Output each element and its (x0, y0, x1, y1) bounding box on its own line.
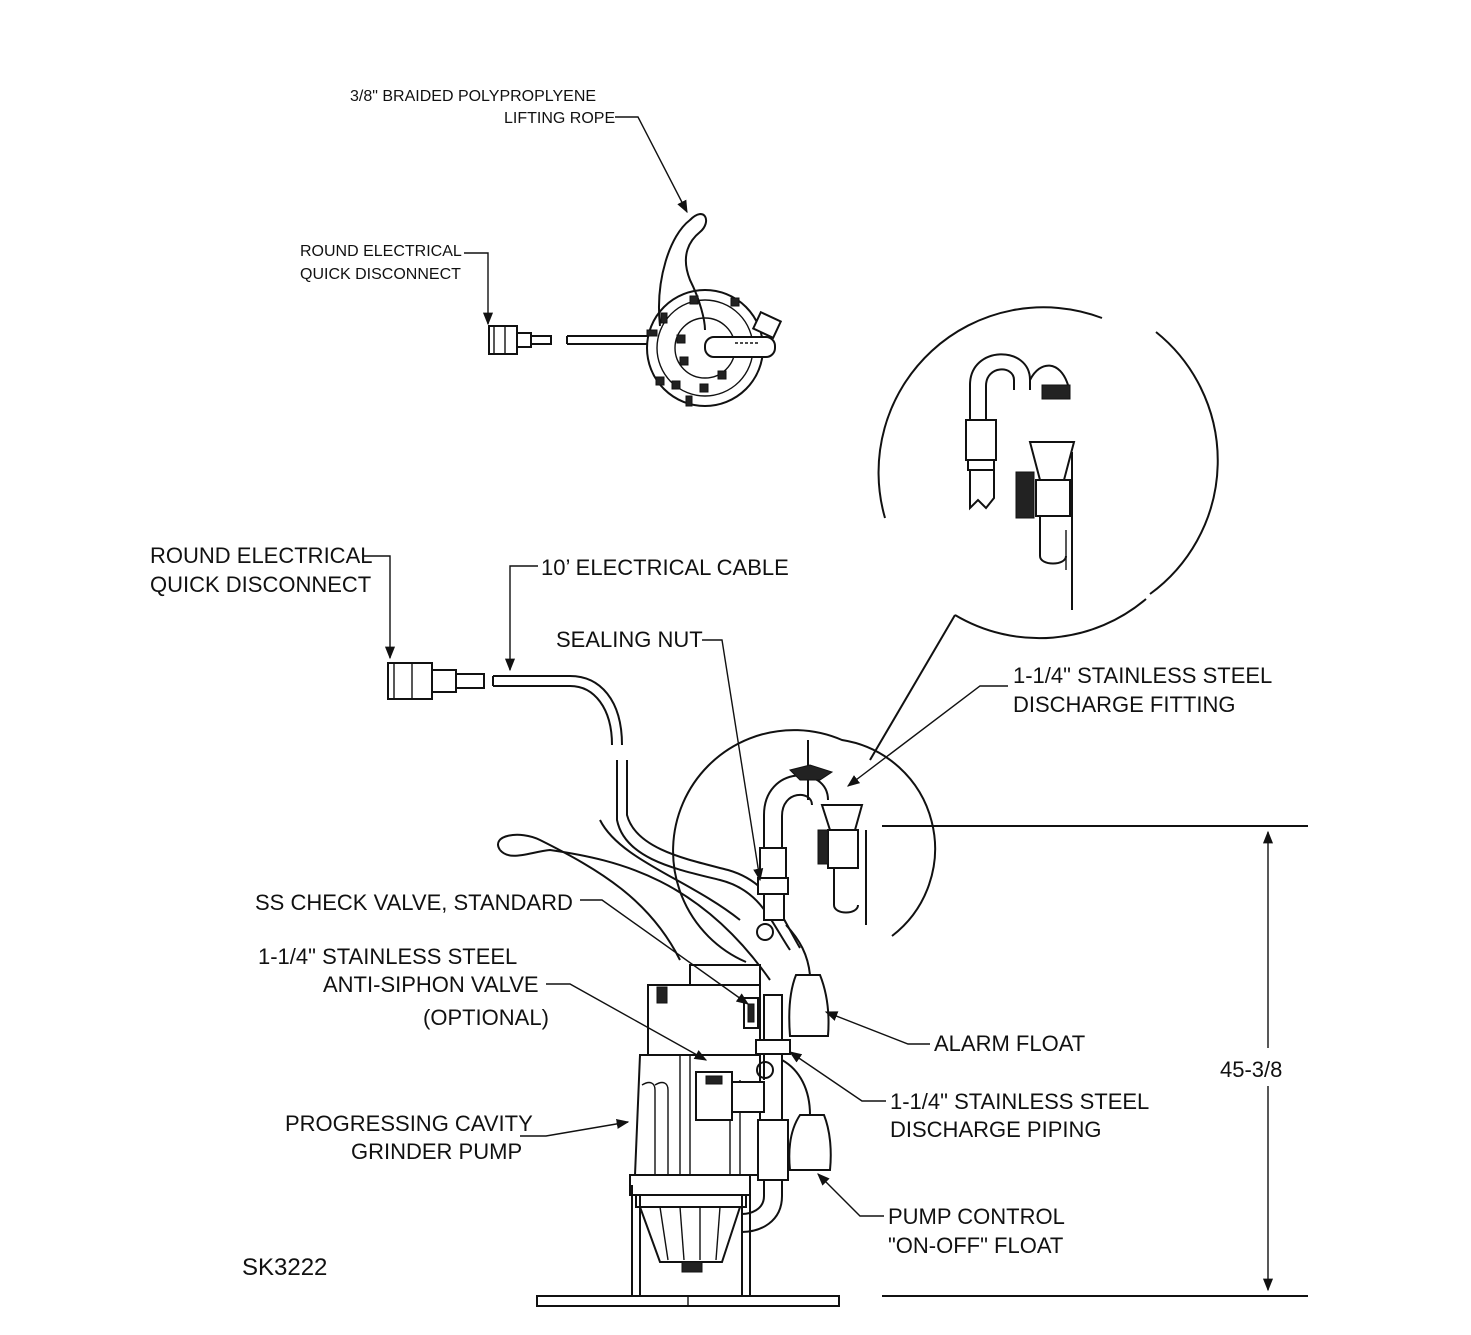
disconnect-top-line2: QUICK DISCONNECT (300, 266, 461, 283)
detail-callout-circle (672, 729, 937, 963)
discharge-piping-line2: DISCHARGE PIPING (890, 1117, 1101, 1142)
main-assembly (387, 662, 867, 1307)
anti-siphon-line1: 1-1/4" STAINLESS STEEL (258, 944, 517, 969)
pump-line2: GRINDER PUMP (351, 1139, 522, 1164)
discharge-fitting-line1: 1-1/4" STAINLESS STEEL (1013, 663, 1272, 688)
label-disconnect-top: ROUND ELECTRICAL QUICK DISCONNECT (300, 243, 494, 326)
label-sealing-nut: SEALING NUT (556, 627, 764, 882)
lifting-rope-line2: LIFTING ROPE (504, 110, 615, 127)
lifting-rope-line1: 3/8" BRAIDED POLYPROPLYENE (350, 88, 596, 105)
alarm-float-label: ALARM FLOAT (934, 1031, 1085, 1056)
disconnect-main-line1: ROUND ELECTRICAL (150, 543, 372, 568)
label-disconnect-main: ROUND ELECTRICAL QUICK DISCONNECT (150, 543, 396, 660)
disconnect-main-line2: QUICK DISCONNECT (150, 572, 371, 597)
label-lifting-rope: 3/8" BRAIDED POLYPROPLYENE LIFTING ROPE (350, 88, 688, 214)
sealing-nut-label: SEALING NUT (556, 627, 703, 652)
anti-siphon-line2: ANTI-SIPHON VALVE (323, 972, 539, 997)
pump-line1: PROGRESSING CAVITY (285, 1111, 533, 1136)
discharge-piping-line1: 1-1/4" STAINLESS STEEL (890, 1089, 1149, 1114)
label-control-float: PUMP CONTROL "ON-OFF" FLOAT (817, 1173, 1065, 1258)
detail-circle (877, 306, 1219, 640)
label-discharge-piping: 1-1/4" STAINLESS STEEL DISCHARGE PIPING (788, 1051, 1149, 1142)
dimension-label: 45-3/8 (1220, 1057, 1282, 1082)
label-anti-siphon: 1-1/4" STAINLESS STEEL ANTI-SIPHON VALVE… (258, 944, 708, 1061)
discharge-fitting-line2: DISCHARGE FITTING (1013, 692, 1235, 717)
top-plan-view (488, 213, 783, 407)
cable-label: 10’ ELECTRICAL CABLE (541, 555, 789, 580)
anti-siphon-line3: (OPTIONAL) (423, 1005, 549, 1030)
control-float-line1: PUMP CONTROL (888, 1204, 1065, 1229)
label-check-valve: SS CHECK VALVE, STANDARD (255, 890, 750, 1005)
height-dimension: 45-3/8 (882, 825, 1308, 1297)
disconnect-top-line1: ROUND ELECTRICAL (300, 243, 462, 260)
drawing-id: SK3222 (242, 1254, 327, 1281)
label-alarm-float: ALARM FLOAT (824, 1011, 1085, 1056)
label-cable: 10’ ELECTRICAL CABLE (504, 555, 789, 672)
control-float-line2: "ON-OFF" FLOAT (888, 1233, 1063, 1258)
label-pump: PROGRESSING CAVITY GRINDER PUMP (285, 1111, 630, 1164)
label-discharge-fitting: 1-1/4" STAINLESS STEEL DISCHARGE FITTING (846, 663, 1272, 787)
check-valve-label: SS CHECK VALVE, STANDARD (255, 890, 573, 915)
